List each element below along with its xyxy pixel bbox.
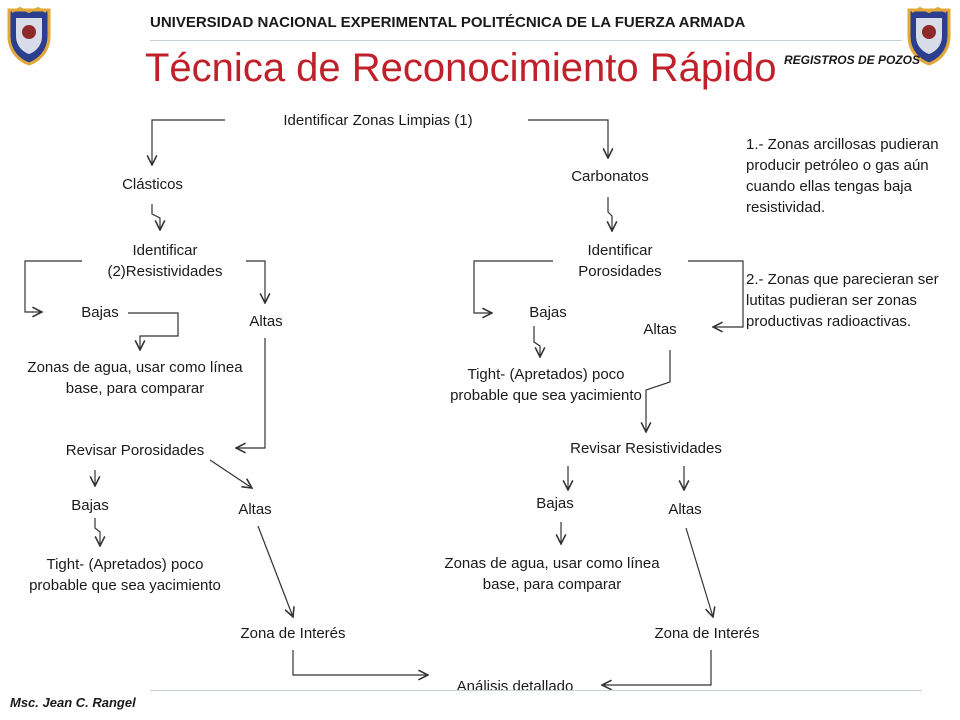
course-subtitle: REGISTROS DE POZOS <box>783 53 920 67</box>
node-identificar-zonas-limpias: Identificar Zonas Limpias (1) <box>283 112 473 129</box>
header-divider <box>150 40 902 41</box>
node-zonas-agua-right: Zonas de agua, usar como línea base, par… <box>444 555 660 593</box>
node-analisis-detallado: Análisis detallado <box>456 678 574 695</box>
university-name: UNIVERSIDAD NACIONAL EXPERIMENTAL POLITÉ… <box>150 14 746 31</box>
note-1: 1.- Zonas arcillosas pudieran producir p… <box>746 136 939 216</box>
node-left2-altas: Altas <box>238 501 272 518</box>
node-clasticos: Clásticos <box>122 176 183 193</box>
node-identificar-resistividades: Identificar (2)Resistividades <box>107 242 223 280</box>
node-tight-right: Tight- (Apretados) poco probable que sea… <box>450 366 642 404</box>
node-left2-bajas: Bajas <box>71 497 109 514</box>
node-right-altas: Altas <box>643 321 677 338</box>
footer-divider <box>150 690 922 691</box>
page-title: Técnica de Reconocimiento Rápido <box>145 46 777 90</box>
note-2: 2.- Zonas que parecieran ser lutitas pud… <box>746 271 939 330</box>
node-right-bajas: Bajas <box>529 304 567 321</box>
node-left-altas: Altas <box>249 313 283 330</box>
node-right2-altas: Altas <box>668 501 702 518</box>
node-carbonatos: Carbonatos <box>571 168 649 185</box>
university-crest-left-icon <box>7 6 51 66</box>
footer-author: Msc. Jean C. Rangel <box>10 695 136 710</box>
node-revisar-porosidades: Revisar Porosidades <box>65 442 205 459</box>
node-identificar-porosidades: Identificar Porosidades <box>578 242 662 280</box>
node-left-bajas: Bajas <box>81 304 119 321</box>
node-zonas-agua-left: Zonas de agua, usar como línea base, par… <box>27 359 243 397</box>
university-crest-right-icon <box>907 6 951 66</box>
node-tight-left: Tight- (Apretados) poco probable que sea… <box>29 556 221 594</box>
node-right2-bajas: Bajas <box>536 495 574 512</box>
node-zona-interes-left: Zona de Interés <box>240 625 346 642</box>
node-revisar-resistividades: Revisar Resistividades <box>570 440 722 457</box>
node-zona-interes-right: Zona de Interés <box>654 625 760 642</box>
